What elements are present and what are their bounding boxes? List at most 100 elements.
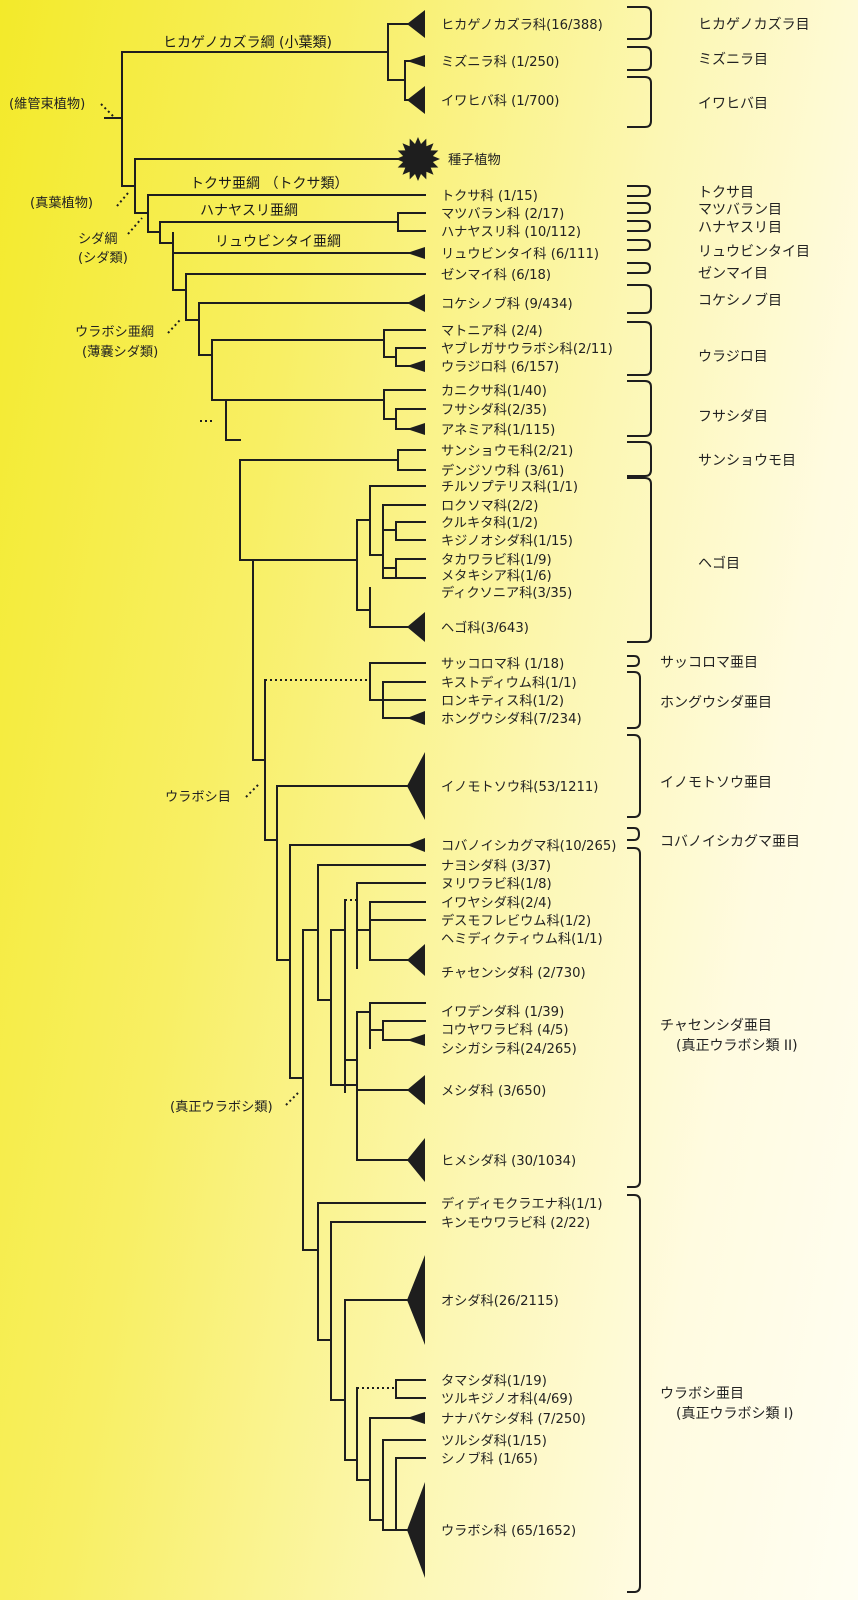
family-label: ホングウシダ科(7/234) bbox=[441, 711, 582, 727]
order-bracket bbox=[627, 46, 652, 71]
clade-triangle bbox=[407, 1482, 425, 1578]
order-label: ハナヤスリ目 bbox=[698, 220, 782, 236]
family-label: ウラジロ科 (6/157) bbox=[441, 359, 559, 375]
clade-triangle bbox=[407, 294, 425, 312]
family-label: ツルシダ科(1/15) bbox=[441, 1433, 547, 1449]
family-label: デンジソウ科 (3/61) bbox=[441, 462, 564, 479]
family-label: タマシダ科(1/19) bbox=[441, 1373, 547, 1389]
order-bracket bbox=[627, 239, 651, 251]
class-label: リュウビンタイ亜綱 bbox=[215, 234, 341, 250]
order-label: (真正ウラボシ類 I) bbox=[676, 1406, 794, 1422]
tree-dotted-leaders bbox=[100, 103, 299, 1106]
order-label: ヒカゲノカズラ目 bbox=[698, 17, 810, 33]
order-label: イワヒバ目 bbox=[698, 96, 768, 112]
clade-triangle bbox=[407, 1255, 425, 1345]
clade-triangle bbox=[407, 55, 425, 67]
family-label: チャセンシダ科 (2/730) bbox=[441, 965, 586, 981]
order-label: (真正ウラボシ類 II) bbox=[676, 1038, 798, 1054]
family-label: イワデンダ科 (1/39) bbox=[441, 1003, 564, 1020]
clade-triangle bbox=[407, 944, 425, 976]
order-label: ウラボシ亜目 bbox=[660, 1386, 744, 1402]
order-label: ミズニラ目 bbox=[698, 52, 768, 68]
family-label: メタキシア科(1/6) bbox=[441, 568, 552, 584]
family-label: ロンキティス科(1/2) bbox=[441, 693, 564, 709]
order-bracket bbox=[627, 847, 641, 1188]
clade-triangles bbox=[407, 10, 425, 1578]
family-label: アネミア科(1/115) bbox=[441, 422, 555, 438]
order-bracket bbox=[627, 734, 641, 818]
family-label: イワヤシダ科(2/4) bbox=[441, 895, 552, 911]
order-bracket bbox=[627, 1194, 641, 1593]
family-label: ディクソニア科(3/35) bbox=[441, 584, 572, 601]
clade-triangle bbox=[407, 838, 425, 852]
clade-triangle bbox=[407, 711, 425, 725]
family-label: マトニア科 (2/4) bbox=[441, 323, 543, 339]
class-labels: ヒカゲノカズラ綱 (小葉類) トクサ亜綱 （トクサ類） ハナヤスリ亜綱 リュウビ… bbox=[163, 35, 348, 250]
family-label: シノブ科 (1/65) bbox=[441, 1450, 538, 1467]
seed-plants-star-icon bbox=[396, 137, 440, 181]
family-label: ゼンマイ科 (6/18) bbox=[441, 267, 551, 283]
tree-branches bbox=[104, 23, 426, 1531]
family-label: ナナバケシダ科 (7/250) bbox=[441, 1411, 586, 1427]
family-label: シシガシラ科(24/265) bbox=[441, 1041, 577, 1057]
order-label: ホングウシダ亜目 bbox=[660, 695, 772, 711]
order-bracket bbox=[627, 477, 652, 643]
order-bracket bbox=[627, 202, 651, 214]
family-label: マツバラン科 (2/17) bbox=[441, 206, 564, 222]
order-brackets bbox=[627, 6, 652, 1593]
group-label: (薄嚢シダ類) bbox=[82, 344, 158, 360]
order-bracket bbox=[627, 76, 652, 128]
clade-triangle bbox=[407, 1138, 425, 1182]
clade-triangle bbox=[407, 752, 425, 820]
family-label: キジノオシダ科(1/15) bbox=[441, 533, 573, 549]
family-label: サッコロマ科 (1/18) bbox=[441, 656, 564, 672]
family-label: イワヒバ科 (1/700) bbox=[441, 93, 559, 109]
family-label: ヤブレガサウラボシ科(2/11) bbox=[441, 340, 613, 357]
group-label: ウラボシ目 bbox=[165, 789, 231, 805]
family-label: タカワラビ科(1/9) bbox=[441, 552, 552, 568]
family-label: リュウビンタイ科 (6/111) bbox=[441, 246, 599, 262]
group-label: ウラボシ亜綱 bbox=[75, 324, 154, 340]
order-label: トクサ目 bbox=[698, 185, 754, 201]
family-label: トクサ科 (1/15) bbox=[441, 188, 538, 204]
order-label: リュウビンタイ目 bbox=[698, 244, 810, 260]
family-label: ハナヤスリ科 (10/112) bbox=[441, 224, 581, 240]
order-label: イノモトソウ亜目 bbox=[660, 775, 772, 791]
family-label: 種子植物 bbox=[448, 152, 501, 168]
family-label: コウヤワラビ科 (4/5) bbox=[441, 1022, 569, 1038]
order-labels: ヒカゲノカズラ目 ミズニラ目 イワヒバ目 トクサ目 マツバラン目 ハナヤスリ目 … bbox=[660, 17, 810, 1422]
family-label: ナヨシダ科 (3/37) bbox=[441, 858, 551, 874]
clade-triangle bbox=[407, 1075, 425, 1105]
class-label: ハナヤスリ亜綱 bbox=[200, 203, 298, 219]
family-label: ヘゴ科(3/643) bbox=[441, 619, 529, 636]
group-label: (真正ウラボシ類) bbox=[170, 1099, 273, 1115]
family-label: チルソプテリス科(1/1) bbox=[441, 479, 578, 495]
group-label: (シダ類) bbox=[78, 250, 128, 266]
family-label: ヒメシダ科 (30/1034) bbox=[441, 1153, 576, 1169]
family-label: フサシダ科(2/35) bbox=[441, 402, 547, 418]
clade-triangle bbox=[407, 612, 425, 642]
family-label: キンモウワラビ科 (2/22) bbox=[441, 1215, 590, 1231]
clade-triangle bbox=[407, 247, 425, 259]
family-label: ウラボシ科 (65/1652) bbox=[441, 1523, 576, 1539]
clade-triangle bbox=[407, 423, 425, 435]
order-label: サンショウモ目 bbox=[698, 453, 796, 469]
order-bracket bbox=[627, 262, 651, 274]
order-bracket bbox=[627, 655, 640, 667]
clade-triangle bbox=[407, 1034, 425, 1046]
clade-triangle bbox=[407, 10, 425, 38]
family-label: オシダ科(26/2115) bbox=[441, 1293, 559, 1309]
family-label: デスモフレビウム科(1/2) bbox=[441, 912, 591, 929]
order-bracket bbox=[627, 6, 652, 40]
order-label: ウラジロ目 bbox=[698, 349, 768, 365]
class-label: トクサ亜綱 （トクサ類） bbox=[190, 176, 348, 192]
order-bracket bbox=[627, 220, 651, 232]
group-label: (真葉植物) bbox=[30, 195, 93, 211]
family-label: コバノイシカグマ科(10/265) bbox=[441, 838, 616, 854]
family-label: コケシノブ科 (9/434) bbox=[441, 295, 573, 312]
order-bracket bbox=[627, 380, 652, 437]
family-label: ヌリワラビ科(1/8) bbox=[441, 876, 552, 892]
group-label: (維管束植物) bbox=[9, 96, 85, 112]
family-labels: ヒカゲノカズラ科(16/388) ミズニラ科 (1/250) イワヒバ科 (1/… bbox=[441, 17, 616, 1539]
